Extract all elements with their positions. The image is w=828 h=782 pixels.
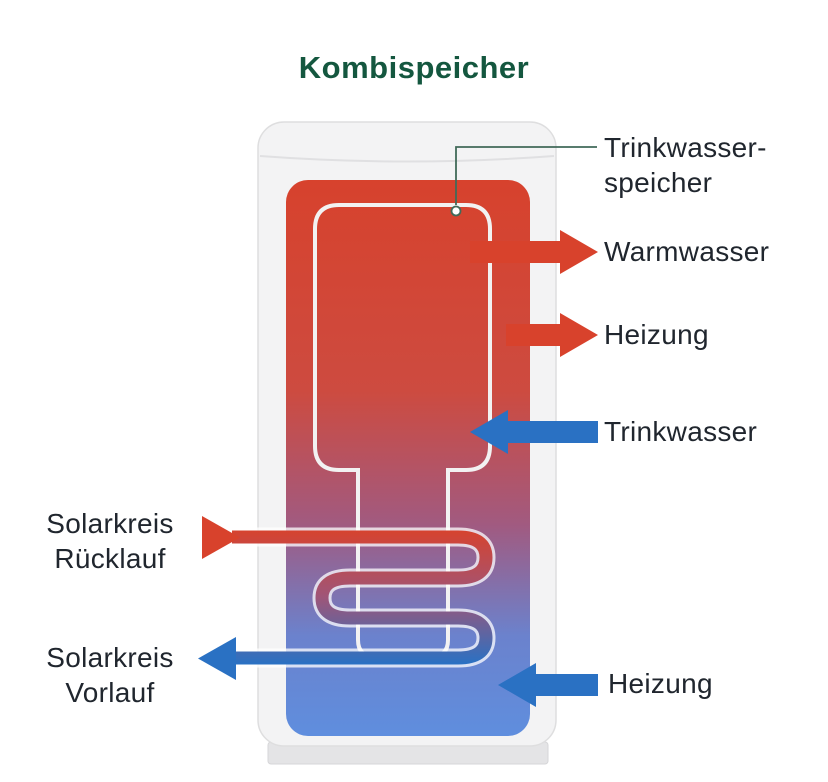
leader-line — [455, 146, 597, 205]
label-heizung-supply: Heizung — [604, 319, 709, 350]
label-trinkwasserspeicher: Trinkwasser- speicher — [604, 130, 767, 200]
trinkwasser-arrow — [470, 410, 598, 454]
solar-return-arrow-head — [202, 516, 240, 559]
tank-lid-line — [259, 155, 555, 163]
heizung-supply-arrow — [506, 313, 598, 357]
label-line: Trinkwasser- — [604, 132, 767, 163]
label-warmwasser: Warmwasser — [604, 236, 770, 267]
label-line: Solarkreis — [46, 642, 174, 673]
label-line: Solarkreis — [46, 508, 174, 539]
label-line: Vorlauf — [65, 677, 155, 708]
label-line: speicher — [604, 167, 713, 198]
solar-coil-pipe — [232, 530, 493, 665]
label-trinkwasser: Trinkwasser — [604, 416, 758, 447]
warmwasser-arrow — [470, 230, 598, 274]
leader-dot — [450, 205, 462, 217]
label-solarkreis-vorlauf: Solarkreis Vorlauf — [34, 640, 186, 710]
tank-gradient-body — [286, 180, 530, 736]
label-heizung-return: Heizung — [608, 668, 713, 699]
heizung-return-arrow — [498, 663, 598, 707]
label-line: Rücklauf — [54, 543, 166, 574]
solar-flow-arrow-head — [198, 637, 236, 680]
label-solarkreis-ruecklauf: Solarkreis Rücklauf — [34, 506, 186, 576]
diagram-title: Kombispeicher — [298, 50, 530, 85]
